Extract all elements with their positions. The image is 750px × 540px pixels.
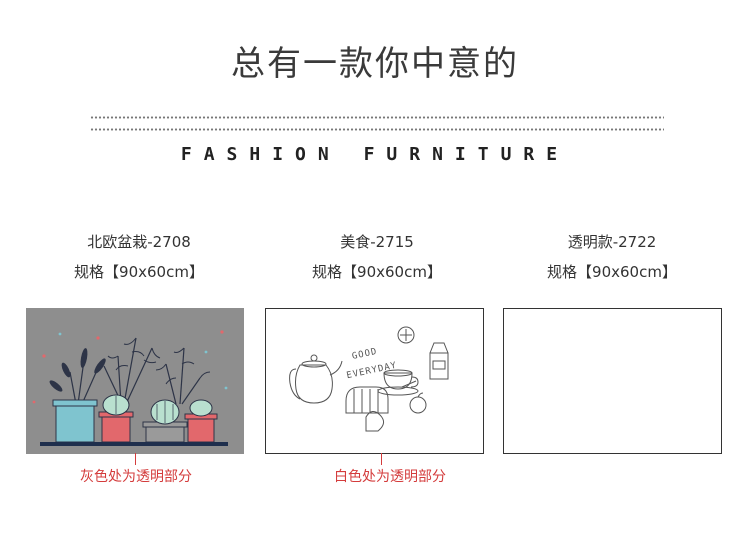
product-name: 北欧盆栽-2708 (87, 233, 191, 251)
product-card-3: 透明款-2722 规格【90x60cm】 (497, 230, 727, 284)
food-sketch-illustration: GOOD EVERYDAY (289, 326, 449, 432)
note-marker-2 (381, 453, 382, 465)
product-image-transparent (503, 308, 722, 454)
page-title: 总有一款你中意的 (231, 44, 519, 84)
note-marker-1 (135, 453, 136, 465)
page-subtitle: FASHION FURNITURE (180, 144, 570, 165)
product-card-2: 美食-2715 规格【90x60cm】 (262, 230, 492, 284)
product-spec: 规格【90x60cm】 (312, 263, 442, 281)
food-text-everyday: EVERYDAY (346, 361, 398, 381)
dotted-divider-top (90, 116, 664, 119)
product-card-1: 北欧盆栽-2708 规格【90x60cm】 (24, 230, 254, 284)
product-spec: 规格【90x60cm】 (74, 263, 204, 281)
product-name: 美食-2715 (340, 233, 414, 251)
potted-plants-illustration (32, 330, 228, 446)
product-name: 透明款-2722 (567, 233, 657, 251)
product-spec: 规格【90x60cm】 (547, 263, 677, 281)
dotted-divider-bottom (90, 128, 664, 131)
product-image-food: GOOD EVERYDAY (265, 308, 484, 454)
transparency-note-2: 白色处为透明部分 (334, 469, 446, 485)
food-text-good: GOOD (351, 347, 378, 362)
transparency-note-1: 灰色处为透明部分 (80, 469, 192, 485)
product-image-plants (26, 308, 244, 454)
